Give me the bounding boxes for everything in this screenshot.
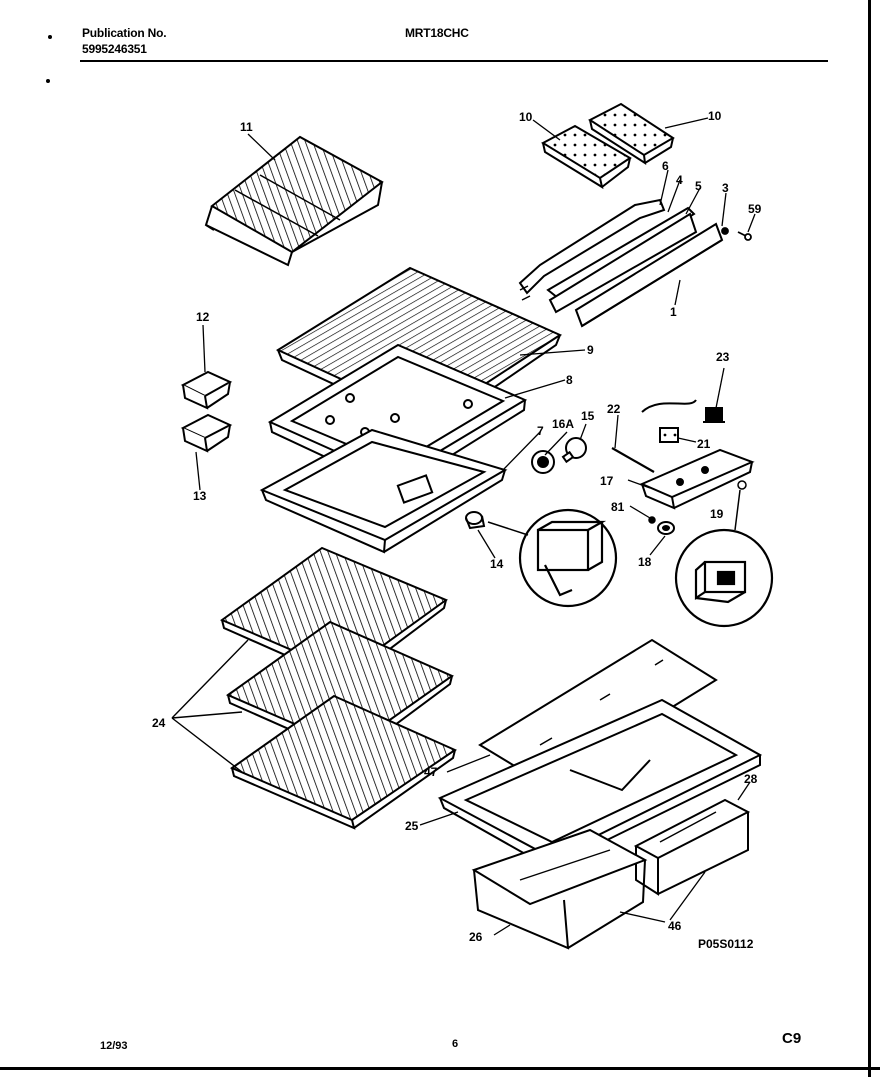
part-10-ice-tray-left [540,124,632,190]
part-21-switch [659,427,679,443]
header-rule [80,60,828,62]
footer-date: 12/93 [100,1040,128,1052]
callout-5: 5 [695,179,702,193]
callout-25: 25 [405,819,419,833]
callout-81: 81 [611,500,625,514]
footer-section-code: C9 [782,1030,802,1047]
callout-26: 26 [469,930,483,944]
callout-17: 17 [600,474,614,488]
publication-number: 5995246351 [82,42,147,56]
part-10-ice-tray-right [588,102,675,165]
callout-22: 22 [607,402,621,416]
part-22-rod [611,447,655,473]
callout-23: 23 [716,350,730,364]
part-7-lower-frame [259,428,508,554]
callout-47: 47 [424,765,438,779]
publication-label: Publication No. [82,26,167,40]
footer-page-number: 6 [452,1038,459,1050]
part-12-bin [180,370,233,410]
part-25-crisper-frame [437,698,763,870]
part-15-lamp-bulb [561,437,587,464]
part-8-shelf-frame [267,343,528,492]
callout-19: 19 [710,507,724,521]
part-17-control-housing [639,448,755,510]
callout-11: 11 [240,120,253,134]
part-24-leader-lines [171,639,249,773]
model-number: MRT18CHC [405,26,469,40]
page-border-right [868,0,871,1077]
callout-15: 15 [581,409,595,423]
callout-13: 13 [193,489,207,503]
callout-9: 9 [587,343,594,357]
part-23-thermostat [641,399,725,423]
part-6-4-5-shelf-rails [518,198,698,314]
part-24-wire-shelf-3 [229,694,458,830]
callout-10: 10 [519,110,533,124]
detail-circle-19 [674,489,774,628]
callout-24: 24 [152,716,166,730]
callout-10: 10 [708,109,722,123]
callout-6: 6 [662,159,669,173]
callout-46: 46 [668,919,682,933]
part-16a-lamp-socket [531,450,555,474]
callout-4: 4 [676,173,683,187]
callout-14: 14 [490,557,504,571]
part-1-side-rail [574,222,724,328]
part-59-screw [721,227,752,241]
callout-28: 28 [744,772,758,786]
callout-12: 12 [196,310,210,324]
callout-21: 21 [697,437,711,451]
bullet-mark [46,79,50,83]
part-18-knob [657,521,675,535]
part-11-wire-rack [204,135,384,267]
callout-7: 7 [537,424,544,438]
leader-lines [195,117,756,936]
detail-circle-14 [487,508,618,608]
part-28-drawer [633,798,751,896]
diagram-code: P05S0112 [698,937,754,951]
callout-1: 1 [670,305,677,319]
bullet-mark [48,35,52,39]
callout-3: 3 [722,181,729,195]
part-13-bin [180,413,233,453]
part-14-light-shield [465,511,486,530]
part-81-screw [648,516,656,524]
callout-18: 18 [638,555,652,569]
page-border-bottom [0,1067,880,1070]
part-19-screw [737,480,747,490]
callout-8: 8 [566,373,573,387]
part-26-drawer [471,828,648,950]
callout-16a: 16A [552,417,574,431]
callout-59: 59 [748,202,762,216]
